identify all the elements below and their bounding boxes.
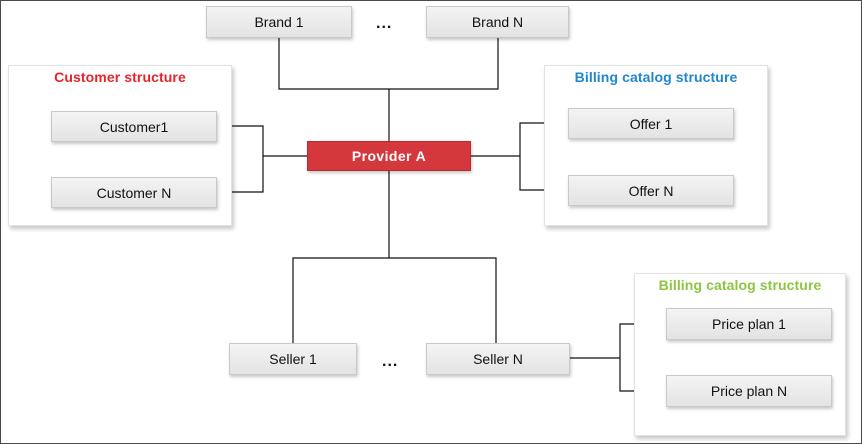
price-plan-first-node: Price plan 1	[666, 308, 832, 340]
customer-first-node: Customer1	[51, 111, 217, 142]
brand-last-node: Brand N	[426, 6, 569, 38]
brand-connector	[278, 38, 499, 90]
seller-first-node: Seller 1	[229, 343, 357, 375]
price-plan-structure-group: Billing catalog structure	[634, 273, 846, 436]
seller-last-node: Seller N	[426, 343, 570, 375]
billing-catalog-structure-title: Billing catalog structure	[574, 69, 738, 85]
customer-structure-title: Customer structure	[54, 69, 186, 85]
price-plan-structure-title: Billing catalog structure	[658, 277, 822, 293]
price-plan-last-node: Price plan N	[666, 375, 832, 407]
offer-first-node: Offer 1	[568, 108, 734, 139]
seller-ellipsis: ...	[382, 353, 399, 370]
provider-node: Provider A	[307, 141, 471, 171]
customer-connector	[217, 125, 264, 193]
brand-first-node: Brand 1	[206, 6, 352, 38]
offer-last-node: Offer N	[568, 175, 734, 206]
brand-ellipsis: ...	[376, 15, 393, 32]
customer-last-node: Customer N	[51, 177, 217, 208]
seller-connector	[292, 257, 497, 343]
